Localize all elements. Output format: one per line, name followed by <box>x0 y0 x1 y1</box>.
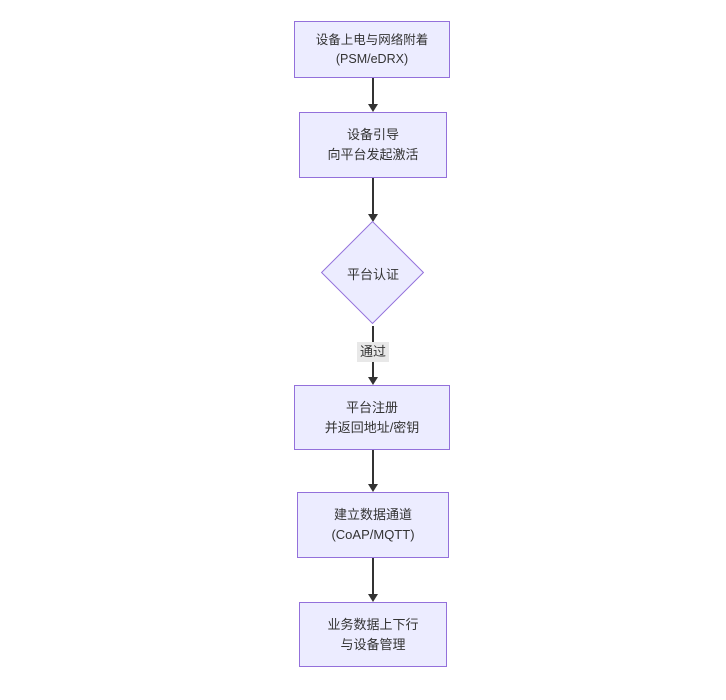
arrow-head-icon <box>368 104 378 112</box>
node-text-line: (PSM/eDRX) <box>335 51 409 66</box>
decision-platform-auth: 平台认证 <box>320 220 425 325</box>
node-text-line: 向平台发起激活 <box>327 147 419 162</box>
node-text-line: 设备上电与网络附着 <box>315 32 429 47</box>
arrow-line <box>372 178 374 215</box>
node-platform-register: 平台注册 并返回地址/密钥 <box>294 385 450 450</box>
arrow-head-icon <box>368 594 378 602</box>
node-text-line: 并返回地址/密钥 <box>324 419 420 435</box>
node-text-line: 与设备管理 <box>340 636 406 652</box>
node-business-data: 业务数据上下行 与设备管理 <box>299 602 447 667</box>
node-text-line: 建立数据通道 <box>333 507 412 522</box>
node-text-line: 设备引导 <box>346 127 399 142</box>
edge-label-pass: 通过 <box>356 342 390 362</box>
node-data-channel: 建立数据通道 (CoAP/MQTT) <box>297 492 449 558</box>
node-power-on-network-attach: 设备上电与网络附着 (PSM/eDRX) <box>294 21 450 78</box>
arrow-head-icon <box>368 377 378 385</box>
arrow-line <box>372 450 374 485</box>
node-text-line: 业务数据上下行 <box>327 616 419 632</box>
node-text-line: 平台认证 <box>346 266 399 282</box>
arrow-head-icon <box>368 214 378 222</box>
arrow-head-icon <box>368 484 378 492</box>
node-text-line: (CoAP/MQTT) <box>331 527 415 542</box>
node-device-bootstrap: 设备引导 向平台发起激活 <box>299 112 447 178</box>
arrow-line <box>372 78 374 105</box>
node-text-line: 平台注册 <box>345 399 398 415</box>
arrow-line <box>372 558 374 595</box>
